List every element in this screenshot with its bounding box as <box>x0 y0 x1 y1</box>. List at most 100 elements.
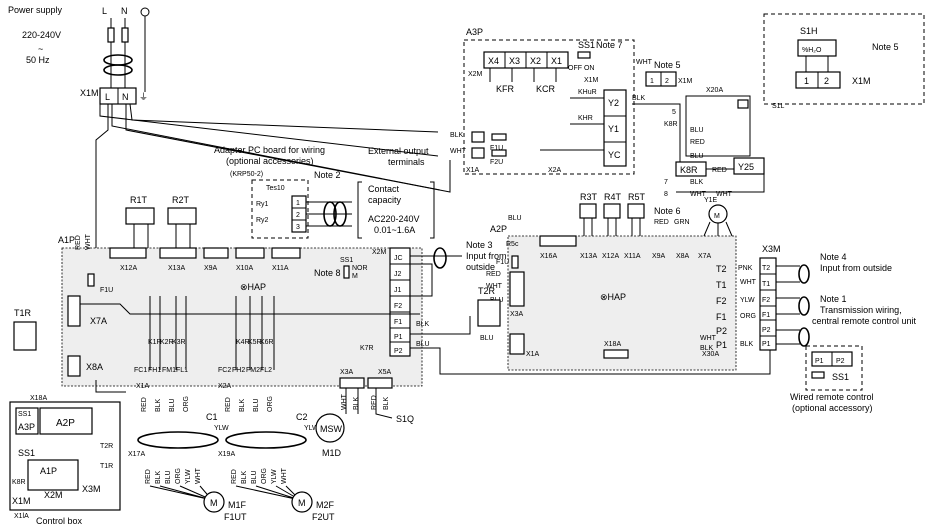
a3p-x1m: X1M <box>584 77 599 84</box>
a1p-note8: Note 8 <box>314 268 341 278</box>
a1p-x12a: X12A <box>120 265 137 272</box>
a2p-board: A2P R5c F1U RED WHT X3A BLU T2R BLU X1A … <box>477 192 757 371</box>
motors-m2f: M2F <box>316 500 335 510</box>
cb-title: Control box <box>36 516 83 526</box>
power-freq: 50 Hz <box>26 55 50 65</box>
a2p-t1: T1 <box>716 280 727 290</box>
a2p-t2r: T2R <box>478 286 496 296</box>
wire-label: BLK <box>353 396 360 410</box>
a3p-term-x1: X1 <box>551 56 562 66</box>
x3m-p2: P2 <box>762 327 771 334</box>
s1h-t2: 2 <box>824 76 829 86</box>
a1p-x5a: X5A <box>378 369 392 376</box>
motors-ylw: YLW <box>214 425 229 432</box>
cb-x1m: X1M <box>12 496 31 506</box>
cb-a3p: A3P <box>18 422 35 432</box>
a3p-kcr: KCR <box>536 84 556 94</box>
relay-k3r: K3R <box>172 339 186 346</box>
remote-switch[interactable] <box>811 371 825 379</box>
a2p-x8a: X8A <box>676 253 690 260</box>
cb-a2p: A2P <box>56 418 75 429</box>
a2p-pnk: PNK <box>738 265 753 272</box>
s1h-t1: 1 <box>804 76 809 86</box>
a2p-p1: P1 <box>716 340 727 350</box>
note1-l3: central remote control unit <box>812 316 917 326</box>
relay-k4r: K4R <box>236 339 250 346</box>
x3m-group: X3M T2 T1 F2 F1 P2 P1 <box>759 244 810 351</box>
a3p-terminals: X4 X3 X2 X1 <box>483 51 569 69</box>
fh1: FH1 <box>148 367 161 374</box>
cb-x1la: X1lA <box>14 513 29 520</box>
wire-label: RED <box>231 469 238 484</box>
s1h-note: Note 5 <box>872 42 899 52</box>
a1p-board: A1P RED WHT R1T R2T N X12A X13A X9A X10A… <box>13 195 430 412</box>
wire-label: BLK <box>239 398 246 412</box>
x3m-f2: F2 <box>762 297 770 304</box>
wire-label: WHT <box>341 393 348 410</box>
power-l-label: L <box>102 6 107 16</box>
a2p-f1: F1 <box>716 312 727 322</box>
a2p-f2: F2 <box>716 296 727 306</box>
a1p-f1: F1 <box>394 319 402 326</box>
relay-k5r: K5R <box>248 339 262 346</box>
wire-label: RED <box>225 397 232 412</box>
wire-label: BLU <box>169 398 176 412</box>
fuse-icon <box>491 133 507 141</box>
a1p-wire-labels-2: RED BLK BLU ORG <box>225 396 274 412</box>
transformer-icon <box>477 299 501 327</box>
float-switch-icon <box>737 99 749 109</box>
a2p-ylw: YLW <box>740 297 755 304</box>
remote-l1: Wired remote control <box>790 392 874 402</box>
s1h-outline <box>763 13 925 105</box>
a3p-y1: Y1 <box>608 124 619 134</box>
a2p-blk2: BLK <box>700 345 714 352</box>
note5-wht3: WHT <box>716 191 733 198</box>
a2p-x13a: X13A <box>580 253 597 260</box>
control-box: X18A SS1 A3P A2P T2R T1R SS1 A1P K8R X1M… <box>9 395 121 526</box>
a2p-blu: BLU <box>508 215 522 222</box>
note5-blk2: BLK <box>690 179 704 186</box>
adapter-model: (KRP50-2) <box>230 171 263 178</box>
fl1: FL1 <box>176 367 188 374</box>
note1-label: Note 1 <box>820 294 847 304</box>
adapter-t2: 2 <box>296 212 300 219</box>
motors-m1d: M1D <box>322 448 342 458</box>
a2p-x1a: X1A <box>526 351 540 358</box>
motors-msw: MSW <box>320 424 343 434</box>
a2p-x9a: X9A <box>652 253 666 260</box>
a1p-r1t: R1T <box>130 195 148 205</box>
wire-label: WHT <box>195 467 202 484</box>
wire-label: BLU <box>253 398 260 412</box>
a3p-switch[interactable] <box>577 51 591 59</box>
cb-t2r: T2R <box>100 443 113 450</box>
wire-label: BLK <box>155 470 162 484</box>
wire-label: ORG <box>175 468 182 484</box>
note1-group: Note 1 Transmission wiring, central remo… <box>812 294 917 326</box>
note3-group: Note 3 Input from outside <box>410 240 507 272</box>
adapter-rating1: AC220-240V <box>368 214 420 224</box>
motor2-cable: RED BLK BLU ORG YLW WHT <box>231 467 288 484</box>
a2p-wht: WHT <box>486 283 503 290</box>
a3p-blk: BLK <box>450 132 464 139</box>
a1p-x11a: X11A <box>272 265 289 272</box>
wire-label: RED <box>145 469 152 484</box>
a1p-t1r: T1R <box>14 308 32 318</box>
note5-k8r: K8R <box>664 121 678 128</box>
adapter-contact1: Contact <box>368 184 400 194</box>
wire-label: ORG <box>267 396 274 412</box>
fan-motor-icon <box>291 491 313 513</box>
remote-l2: (optional accessory) <box>792 403 873 413</box>
a1p-switch[interactable] <box>343 265 350 279</box>
a1p-nor: NOR <box>352 265 368 272</box>
cb-x3m: X3M <box>82 484 101 494</box>
cb-t1r: T1R <box>100 463 113 470</box>
x3m-label: X3M <box>762 244 781 254</box>
a2p-y1e: Y1E <box>704 197 718 204</box>
motors-c2: C2 <box>296 412 308 422</box>
s1h-group: S1H Note 5 %H₂O 1 2 X1M <box>763 13 925 105</box>
a1p-x2a: X2A <box>218 383 232 390</box>
fc1: FC1 <box>134 367 147 374</box>
adapter-ext2: terminals <box>388 157 425 167</box>
a1p-terminal-strip <box>389 247 411 357</box>
a2p-x3a: X3A <box>510 311 524 318</box>
